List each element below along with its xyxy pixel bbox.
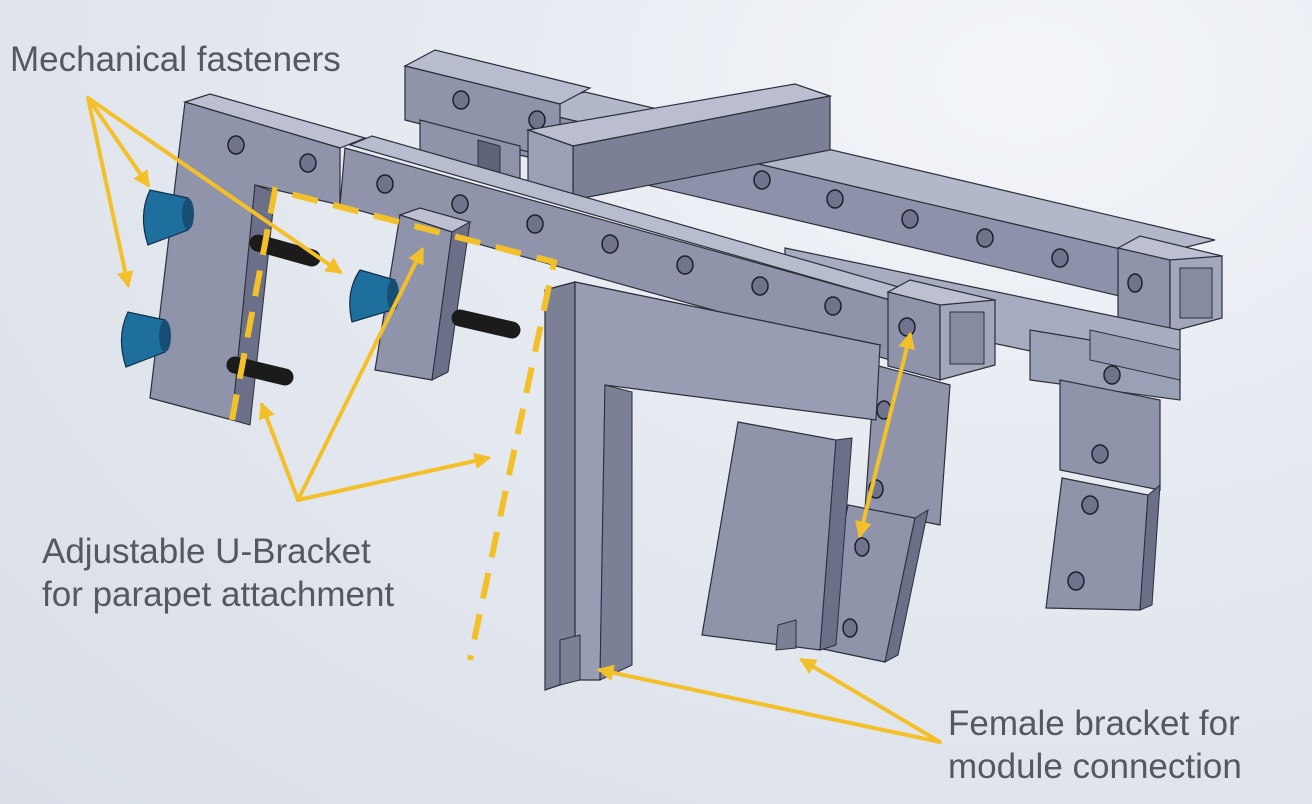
label-female-bracket-line1: Female bracket for — [948, 704, 1240, 743]
cone-fasteners — [120, 189, 399, 368]
female-u-bracket — [544, 281, 883, 691]
clamp-block — [374, 207, 472, 381]
label-u-bracket: Adjustable U-Bracket for parapet attachm… — [42, 530, 394, 616]
annotation-arrows — [86, 96, 942, 744]
label-mechanical-fasteners: Mechanical fasteners — [10, 40, 341, 79]
label-female-bracket-line2: module connection — [948, 747, 1242, 786]
label-u-bracket-line1: Adjustable U-Bracket — [42, 532, 371, 571]
label-u-bracket-line2: for parapet attachment — [42, 575, 395, 614]
rear-right-end-block — [1116, 235, 1224, 333]
label-female-bracket: Female bracket for module connection — [948, 702, 1242, 788]
u-bracket-dashed-outline — [229, 186, 558, 661]
top-cross-beam — [525, 83, 833, 201]
